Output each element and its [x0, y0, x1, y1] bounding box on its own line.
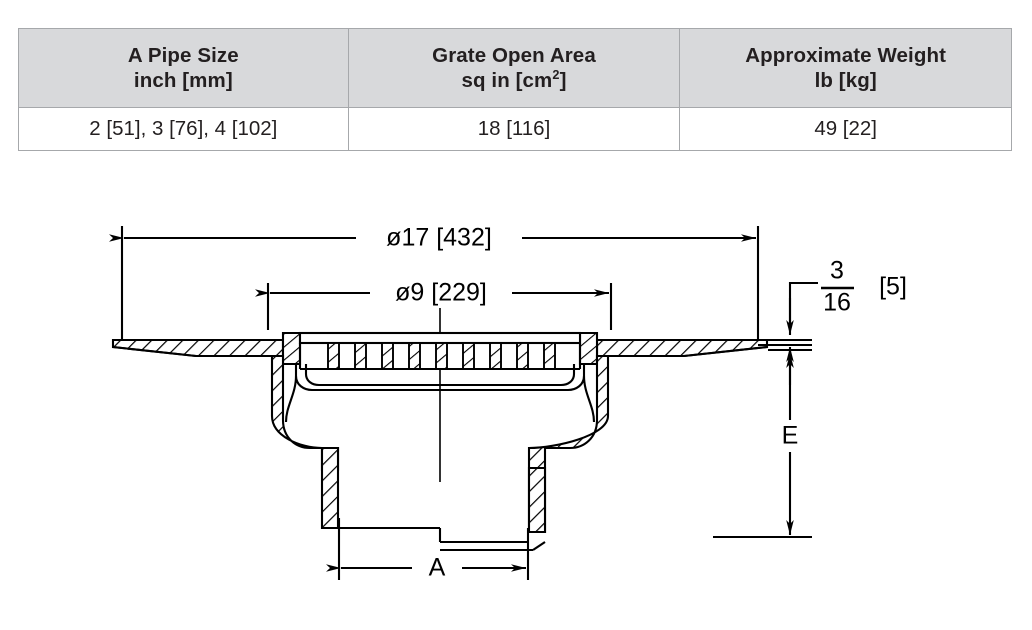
thickness-denominator: 16	[823, 289, 851, 317]
grate-unit-post: ]	[559, 69, 567, 92]
grate-rib	[462, 342, 475, 370]
body-wall-right	[527, 354, 610, 534]
column-header-approximate-weight-line1: Approximate Weight	[745, 44, 947, 67]
table-header-row: A Pipe Size inch [mm] Grate Open Area sq…	[18, 28, 1012, 108]
flange-left	[111, 338, 285, 358]
cell-grate-open-area-value: 18 [116]	[347, 107, 681, 151]
grate-rib	[489, 342, 502, 370]
column-header-pipe-size: A Pipe Size inch [mm]	[18, 28, 349, 108]
grate-ribs	[327, 342, 556, 370]
grate-rib	[435, 342, 448, 370]
dim-label-outlet-a: A	[429, 554, 446, 582]
thickness-leader-bracket	[788, 281, 818, 328]
grate-unit-superscript: 2	[552, 67, 560, 83]
grate-rib	[381, 342, 394, 370]
outlet-throat-right	[527, 466, 547, 534]
flange-right-taper-underline	[683, 345, 768, 358]
grate-rib	[354, 342, 367, 370]
dim-label-grate-diameter: ø9 [229]	[395, 279, 487, 307]
table-row: 2 [51], 3 [76], 4 [102] 18 [116] 49 [22]	[18, 107, 1012, 151]
drain-specification-table: A Pipe Size inch [mm] Grate Open Area sq…	[18, 28, 1012, 151]
grate-rib	[516, 342, 529, 370]
grate-seat-left	[281, 331, 302, 366]
cell-pipe-size-value: 2 [51], 3 [76], 4 [102]	[18, 107, 349, 151]
flange-right	[595, 338, 769, 358]
flange-left-taper-underline	[112, 345, 197, 358]
thickness-numerator: 3	[830, 257, 844, 285]
column-header-grate-open-area: Grate Open Area sq in [cm2]	[347, 28, 681, 108]
grate-rib	[327, 342, 340, 370]
body-inner-contour-left	[284, 375, 298, 423]
outlet-bottom-curve-right	[532, 541, 546, 551]
cell-approximate-weight-value: 49 [22]	[679, 107, 1012, 151]
outlet-throat-left	[320, 446, 340, 530]
dim-label-overall-diameter: ø17 [432]	[386, 224, 492, 252]
grate-seat-right	[578, 331, 599, 366]
grate-rib	[543, 342, 556, 370]
column-header-pipe-size-line2: inch [mm]	[133, 69, 233, 92]
dim-label-height-e: E	[782, 422, 799, 450]
grate-unit-pre: sq in [cm	[461, 69, 553, 92]
floor-drain-drawing: ø17 [432] ø9 [229]	[0, 180, 1032, 630]
body-inner-contour-right	[582, 375, 596, 423]
dimension-outlet-a: A	[326, 518, 530, 582]
grate-rib	[408, 342, 421, 370]
dimension-overall-diameter: ø17 [432]	[109, 224, 760, 345]
dimension-flange-thickness: 3 16 [5]	[768, 257, 907, 385]
column-header-approximate-weight: Approximate Weight lb [kg]	[679, 28, 1012, 108]
thickness-metric: [5]	[879, 273, 907, 301]
column-header-approximate-weight-line2: lb [kg]	[814, 69, 877, 92]
column-header-grate-open-area-line2: sq in [cm2]	[349, 68, 680, 93]
drain-cross-section	[111, 331, 769, 552]
sump-wall-right-inner	[557, 364, 576, 387]
grate-plate	[298, 331, 582, 345]
column-header-pipe-size-line1: A Pipe Size	[127, 44, 239, 67]
dimension-grate-diameter: ø9 [229]	[255, 279, 613, 330]
dimension-height-e: E	[713, 343, 812, 539]
sump-wall-left-inner	[304, 364, 323, 387]
column-header-grate-open-area-line1: Grate Open Area	[432, 44, 596, 67]
